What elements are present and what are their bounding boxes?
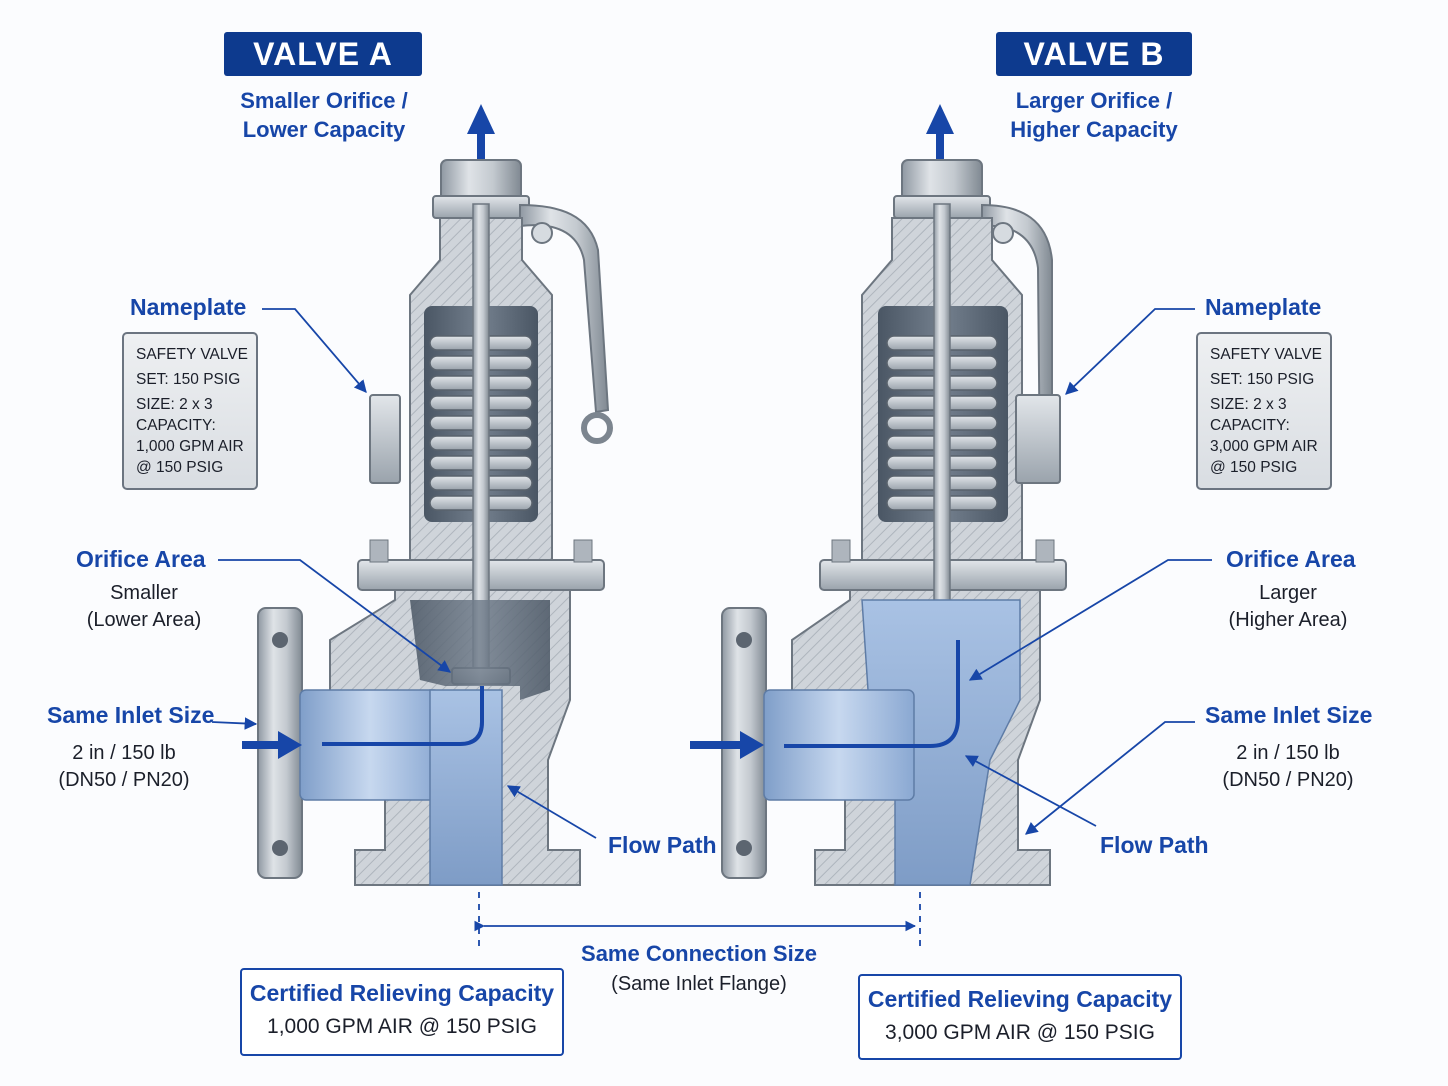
valve-b-nameplate-label: Nameplate <box>1205 294 1322 320</box>
valve-b-flow-label: Flow Path <box>1100 832 1209 858</box>
connection-size-sub: (Same Inlet Flange) <box>611 973 787 995</box>
valve-a-orifice-sub2: (Lower Area) <box>86 609 202 631</box>
valve-b-subtitle-line2: Higher Capacity <box>1010 117 1178 142</box>
valve-a-inlet-sub1: 2 in / 150 lb <box>72 742 176 764</box>
valve-b-subtitle-line1: Larger Orifice / <box>1015 88 1173 113</box>
valve-a-nameplate-line5: 1,000 GPM AIR <box>136 438 244 455</box>
valve-a-inlet-sub: 2 in / 150 lb (DN50 / PN20) <box>44 740 204 794</box>
valve-a-orifice-sub: Smaller (Lower Area) <box>64 580 224 634</box>
valve-b-nameplate-line3: SIZE: 2 x 3 <box>1210 396 1287 413</box>
valve-b-nameplate: SAFETY VALVE SET: 150 PSIG SIZE: 2 x 3 C… <box>1196 332 1332 490</box>
valve-b-orifice-sub2: (Higher Area) <box>1228 609 1348 631</box>
valve-b-inlet-sub2: (DN50 / PN20) <box>1222 769 1354 791</box>
valve-a-drawing <box>257 104 613 886</box>
valve-a-inlet-sub2: (DN50 / PN20) <box>58 769 190 791</box>
valve-a-nameplate-label: Nameplate <box>130 294 247 320</box>
arrow-up-icon <box>926 104 954 160</box>
arrow-pointer-icon <box>211 308 1212 839</box>
valve-b-orifice-sub1: Larger <box>1259 582 1317 604</box>
valve-a-nameplate: SAFETY VALVE SET: 150 PSIG SIZE: 2 x 3 C… <box>122 332 258 490</box>
valve-a-nameplate-line4: CAPACITY: <box>136 417 216 434</box>
valve-b-nameplate-line5: 3,000 GPM AIR <box>1210 438 1318 455</box>
valve-b-nameplate-line6: @ 150 PSIG <box>1210 459 1298 476</box>
valve-b-drawing <box>721 104 1067 886</box>
valve-a-capacity-box: Certified Relieving Capacity 1,000 GPM A… <box>240 968 564 1056</box>
valve-a-nameplate-line1: SAFETY VALVE <box>136 346 248 363</box>
valve-a-subtitle-line2: Lower Capacity <box>242 117 406 142</box>
valve-a-subtitle-line1: Smaller Orifice / <box>240 88 408 113</box>
valve-a-flow-label: Flow Path <box>608 832 717 858</box>
valve-a-capacity-value: 1,000 GPM AIR @ 150 PSIG <box>267 1015 537 1038</box>
arrow-up-icon <box>467 104 495 160</box>
valve-a-nameplate-line3: SIZE: 2 x 3 <box>136 396 213 413</box>
valve-a-inlet-label: Same Inlet Size <box>47 702 215 728</box>
valve-b-subtitle: Larger Orifice / Higher Capacity <box>974 86 1214 144</box>
valve-b-orifice-sub: Larger (Higher Area) <box>1208 580 1368 634</box>
valve-a-orifice-label: Orifice Area <box>76 546 206 572</box>
valve-b-capacity-value: 3,000 GPM AIR @ 150 PSIG <box>885 1021 1155 1044</box>
valve-b-nameplate-line2: SET: 150 PSIG <box>1210 371 1315 388</box>
valve-a-orifice-sub1: Smaller <box>110 582 178 604</box>
valve-a-capacity-title: Certified Relieving Capacity <box>249 980 555 1006</box>
connection-size-label: Same Connection Size <box>581 941 817 966</box>
valve-b-inlet-sub: 2 in / 150 lb (DN50 / PN20) <box>1208 740 1368 794</box>
valve-b-inlet-label: Same Inlet Size <box>1205 702 1373 728</box>
valve-a-title: VALVE A <box>224 32 422 76</box>
valve-b-nameplate-line1: SAFETY VALVE <box>1210 346 1322 363</box>
valve-b-orifice-label: Orifice Area <box>1226 546 1356 572</box>
arrow-right-icon <box>690 731 764 759</box>
valve-b-title: VALVE B <box>996 32 1192 76</box>
valve-a-subtitle: Smaller Orifice / Lower Capacity <box>204 86 444 144</box>
arrow-right-icon <box>242 731 302 759</box>
valve-b-capacity-box: Certified Relieving Capacity 3,000 GPM A… <box>858 974 1182 1060</box>
valve-a-nameplate-line6: @ 150 PSIG <box>136 459 224 476</box>
valve-a-nameplate-line2: SET: 150 PSIG <box>136 371 241 388</box>
connection-dimension-line <box>474 892 921 948</box>
valve-b-capacity-title: Certified Relieving Capacity <box>867 986 1173 1012</box>
valve-b-nameplate-line4: CAPACITY: <box>1210 417 1290 434</box>
valve-b-inlet-sub1: 2 in / 150 lb <box>1236 742 1340 764</box>
